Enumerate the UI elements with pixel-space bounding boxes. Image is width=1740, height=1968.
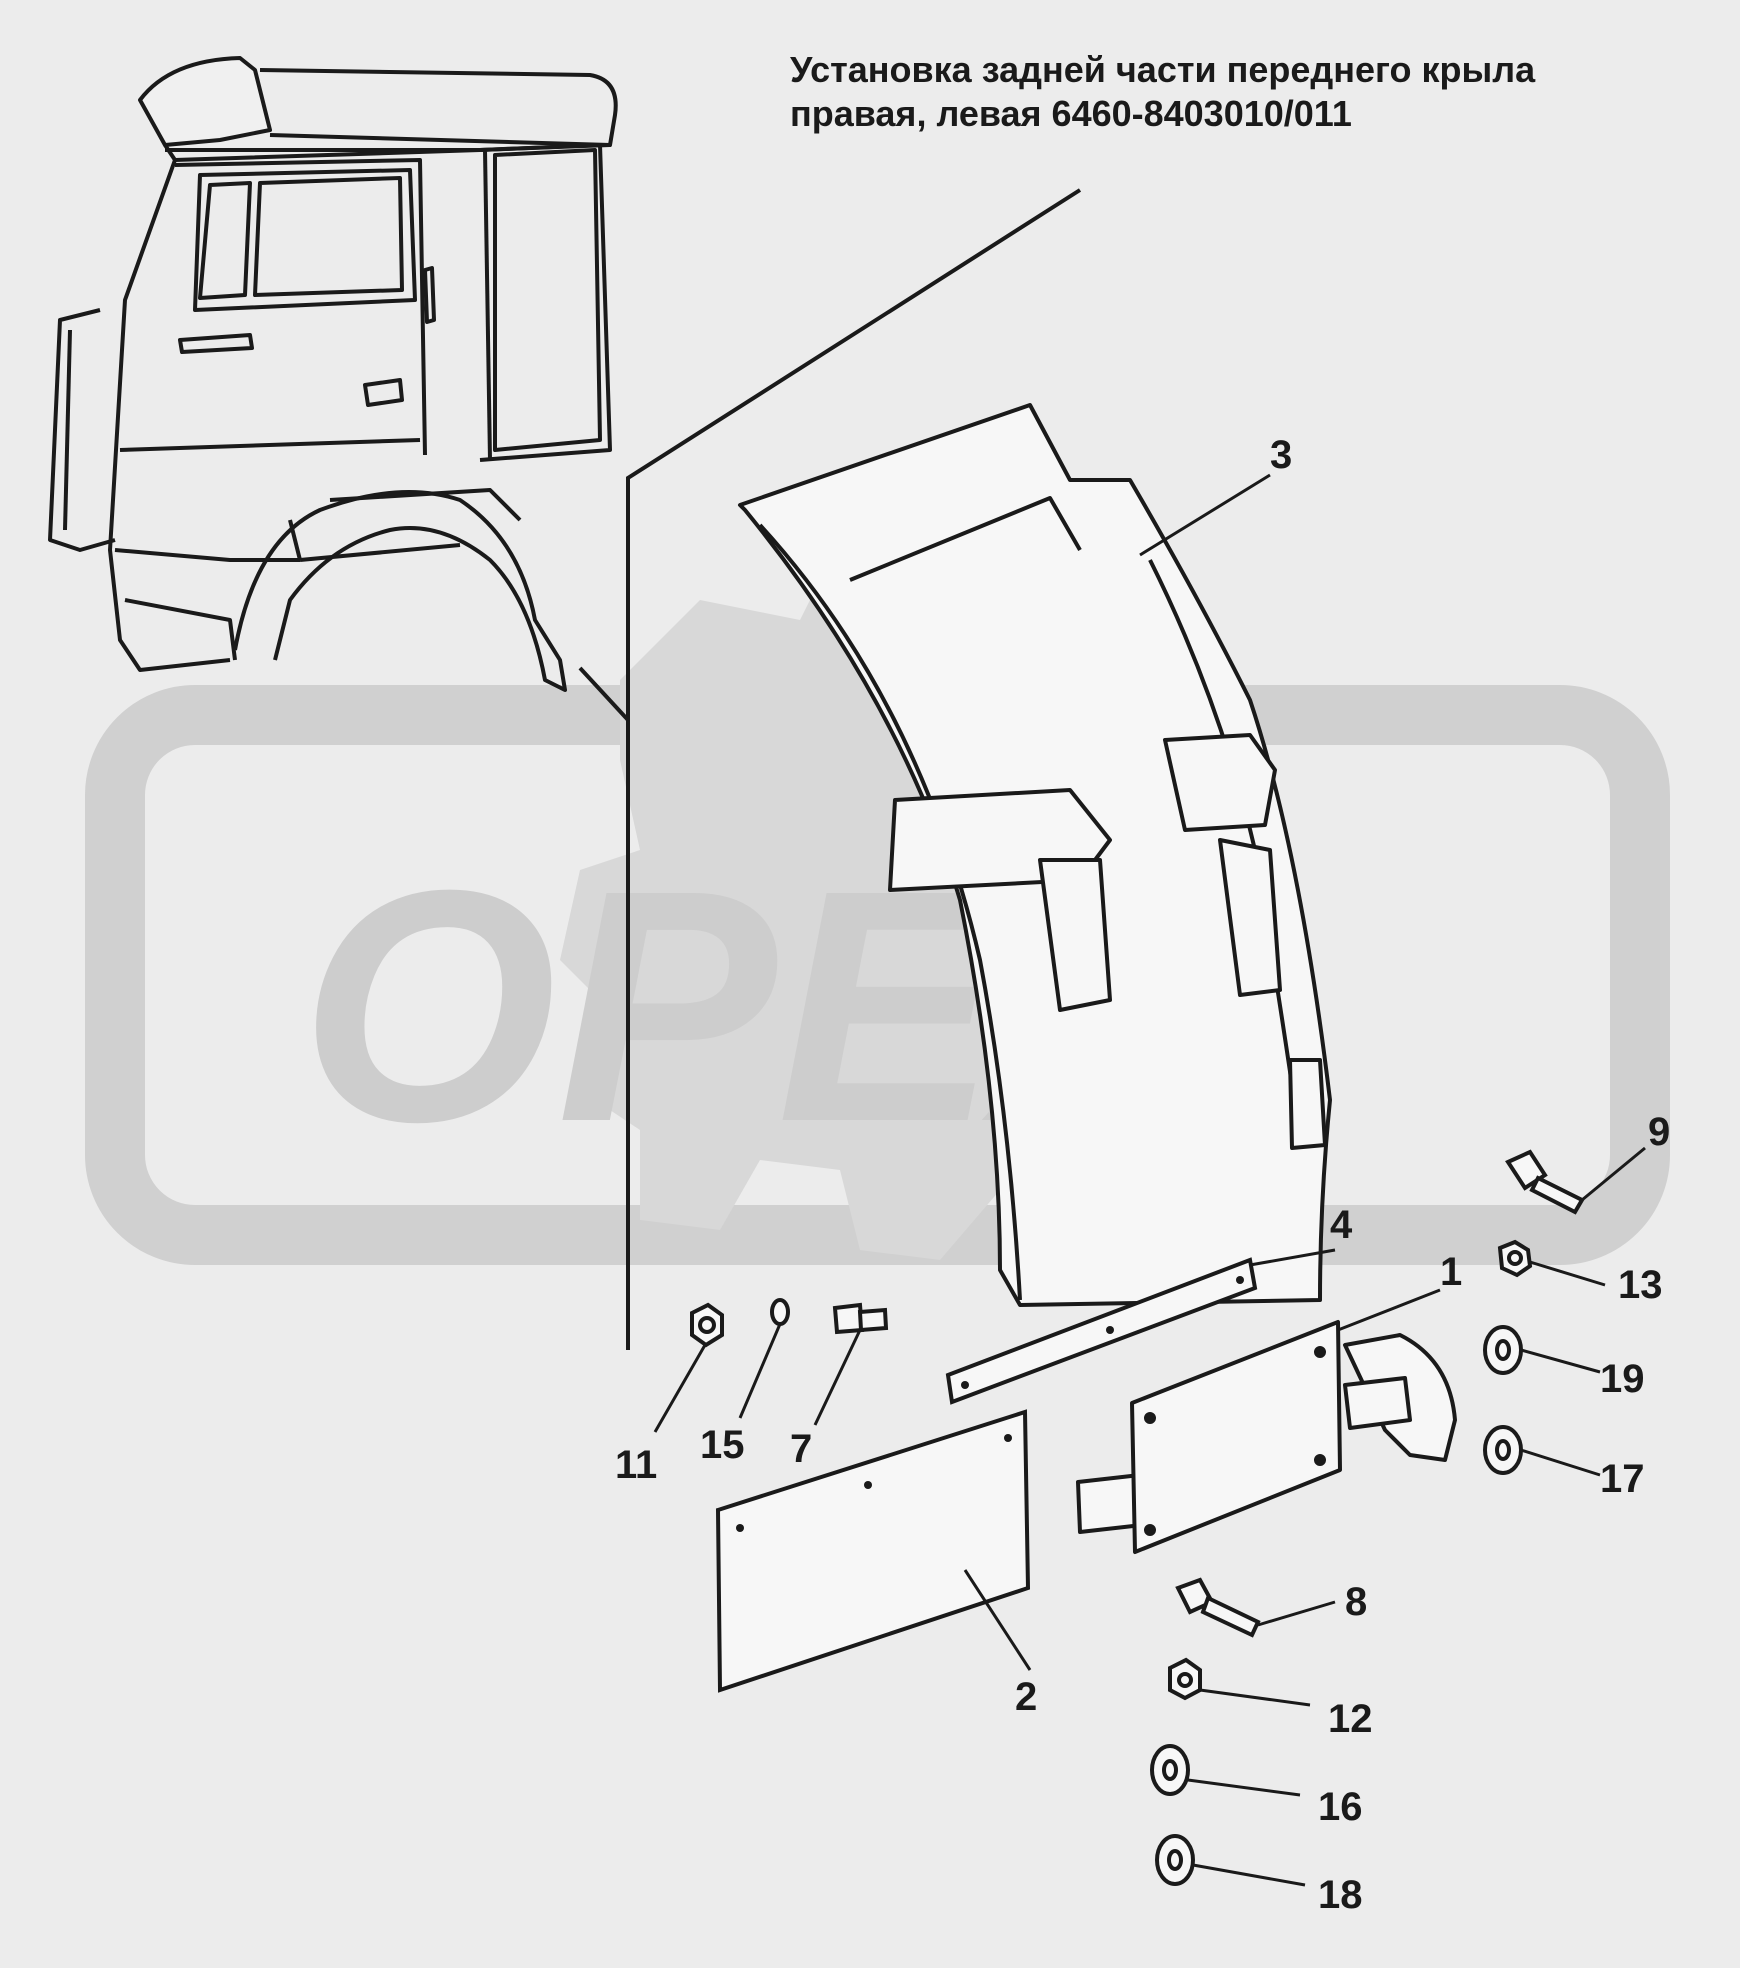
callout-1: 1 — [1440, 1250, 1462, 1294]
title-line-2: правая, левая 6460-8403010/011 — [790, 93, 1352, 134]
nut-11 — [690, 1302, 724, 1348]
washer-18 — [1155, 1834, 1195, 1886]
nut-12 — [1168, 1657, 1202, 1701]
bracket-1 — [1076, 1320, 1457, 1554]
bolt-7 — [832, 1302, 889, 1335]
callout-11: 11 — [615, 1443, 657, 1487]
callout-9: 9 — [1648, 1110, 1670, 1154]
callout-7: 7 — [790, 1427, 812, 1471]
callout-12: 12 — [1328, 1697, 1373, 1741]
title-line-1: Установка задней части переднего крыла — [790, 49, 1536, 90]
callout-17: 17 — [1600, 1457, 1645, 1501]
reference-lines — [578, 188, 1082, 1350]
callout-16: 16 — [1318, 1785, 1363, 1829]
washer-19 — [1483, 1325, 1523, 1375]
callout-leaders — [653, 473, 1646, 1887]
callout-2: 2 — [1015, 1675, 1037, 1719]
nut-13 — [1497, 1239, 1533, 1278]
callout-19: 19 — [1600, 1357, 1645, 1401]
callout-4: 4 — [1330, 1203, 1353, 1247]
callout-labels: 3 9 4 1 13 19 17 11 15 7 8 2 12 16 18 — [615, 433, 1670, 1917]
bolt-8 — [1175, 1577, 1261, 1638]
fender-rear-part — [738, 403, 1332, 1307]
bolt-9 — [1505, 1149, 1585, 1215]
plate-2 — [715, 1409, 1031, 1693]
washer-16 — [1150, 1744, 1190, 1796]
diagram-title: Установка задней части переднего крыла п… — [790, 48, 1535, 136]
truck-cab-drawing — [48, 56, 618, 692]
callout-18: 18 — [1318, 1873, 1363, 1917]
callout-3: 3 — [1270, 433, 1292, 477]
washer-17 — [1483, 1425, 1523, 1475]
strip-4 — [945, 1257, 1258, 1405]
callout-13: 13 — [1618, 1263, 1663, 1307]
spacer-15 — [770, 1298, 790, 1326]
callout-8: 8 — [1345, 1580, 1367, 1624]
callout-15: 15 — [700, 1423, 745, 1467]
